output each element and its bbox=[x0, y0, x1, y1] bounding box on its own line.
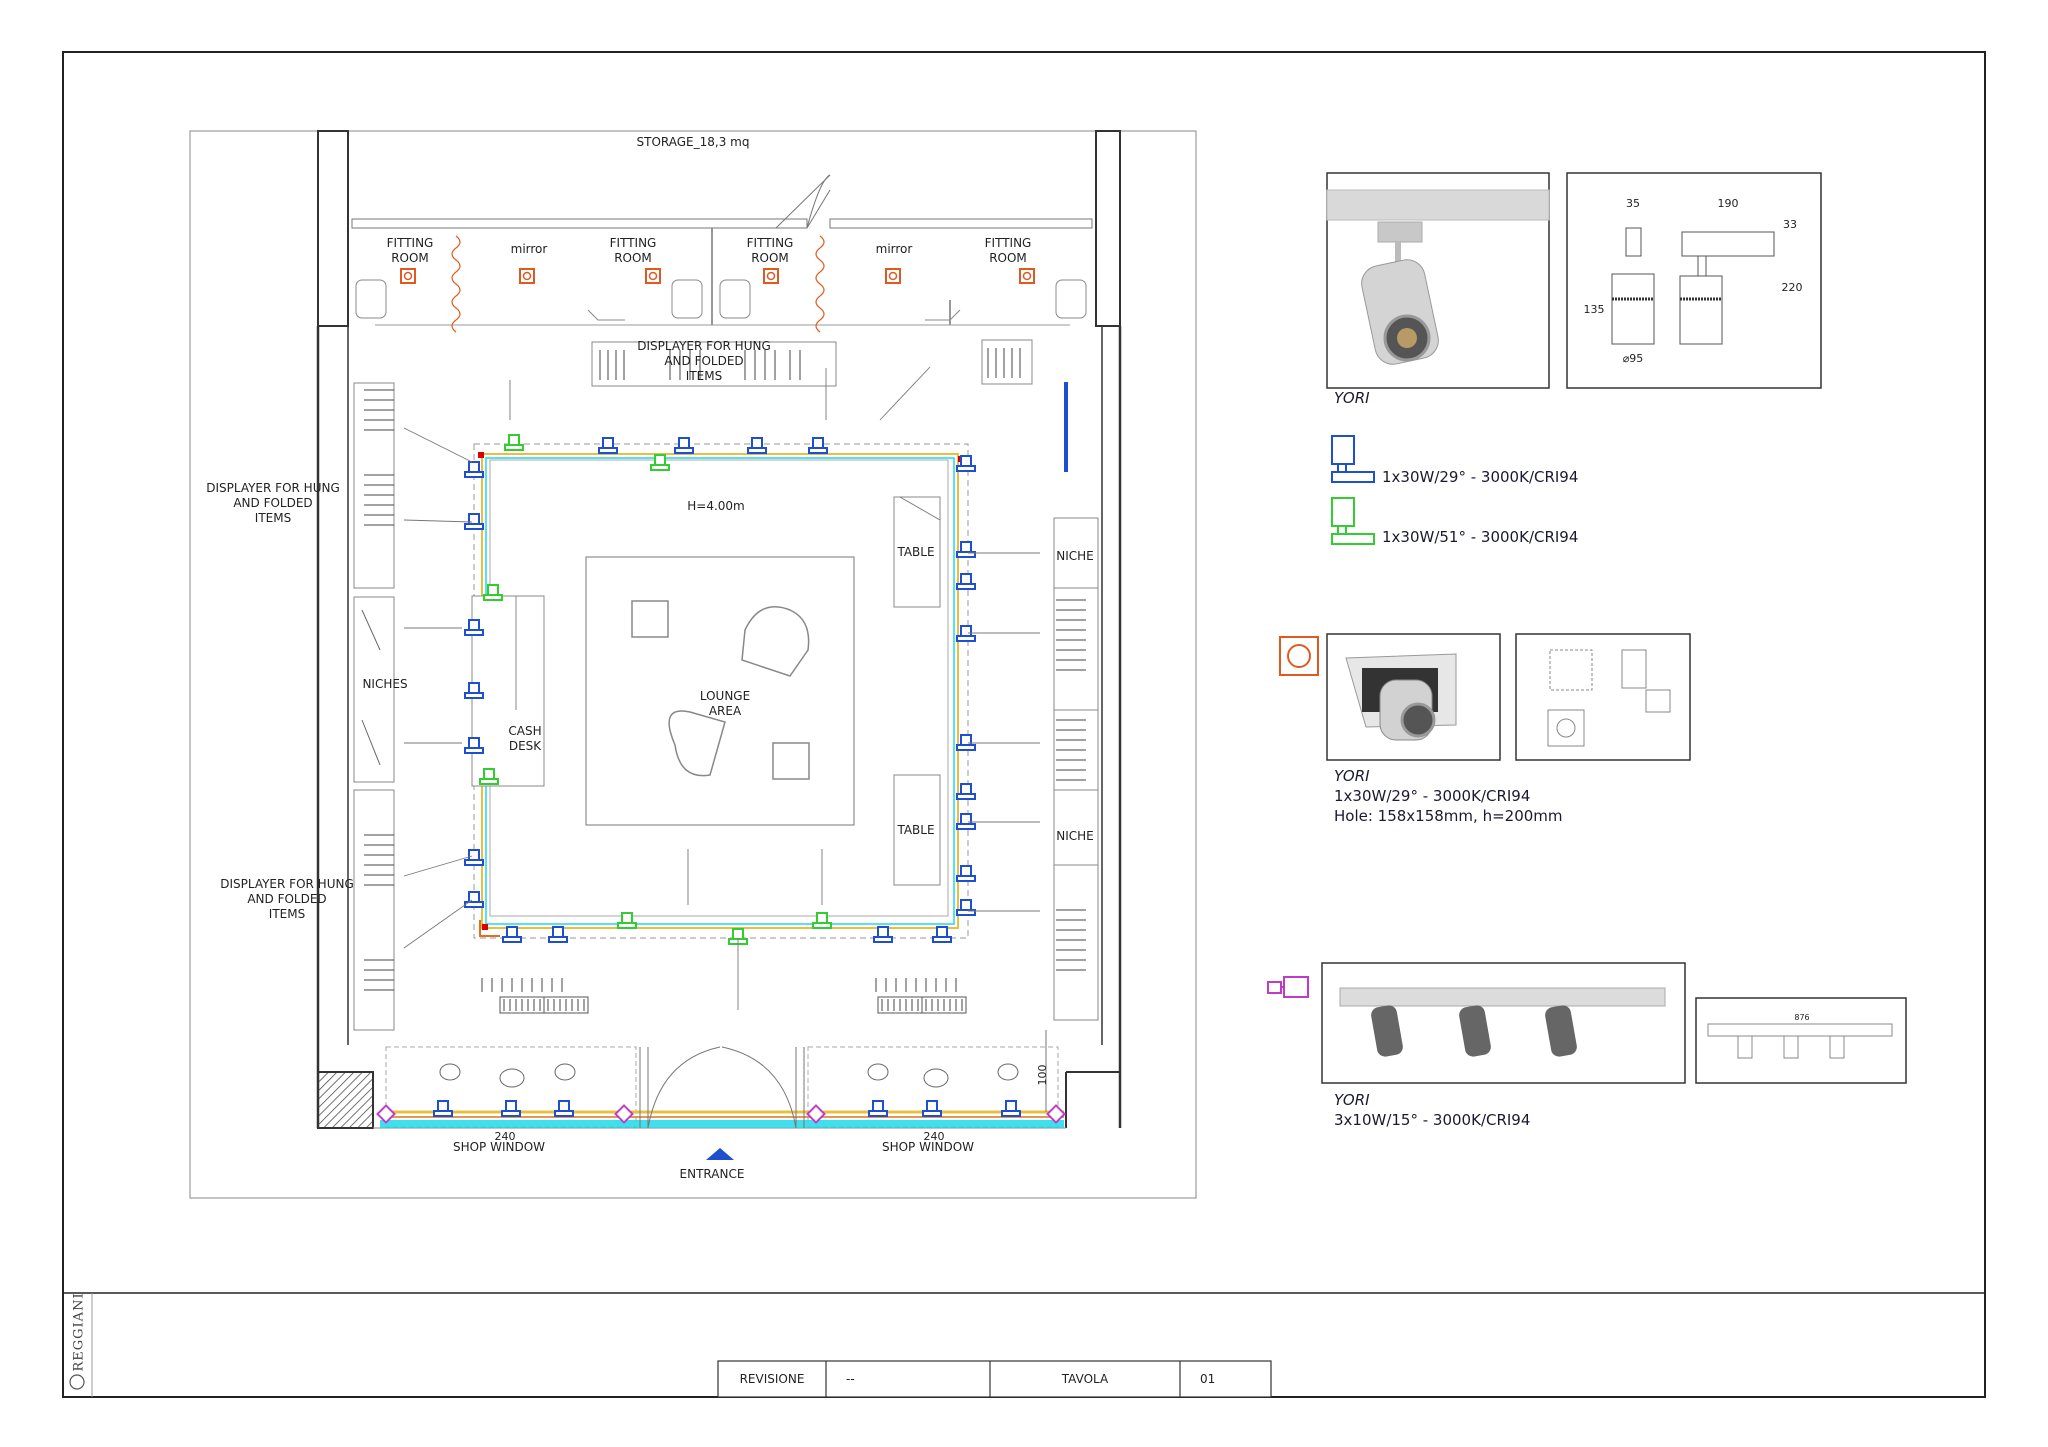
track-perimeter bbox=[473, 443, 969, 939]
dim-100: 100 bbox=[1036, 1065, 1049, 1086]
tavola-label: TAVOLA bbox=[1061, 1372, 1109, 1386]
niches-label: NICHES bbox=[362, 677, 407, 691]
dim-876: 876 bbox=[1794, 1013, 1809, 1022]
dim-190: 190 bbox=[1718, 197, 1739, 210]
niche-label-1: NICHE bbox=[1056, 549, 1094, 563]
floor-plan bbox=[316, 130, 1122, 1160]
bar-spec: 3x10W/15° - 3000K/CRI94 bbox=[1334, 1111, 1531, 1129]
shop-window-label-2: SHOP WINDOW bbox=[882, 1140, 974, 1154]
shop-window-glazing bbox=[380, 1120, 1064, 1128]
track-wide-icon bbox=[1331, 497, 1355, 527]
recessed-legend-icon bbox=[1279, 636, 1319, 676]
legend-recessed bbox=[1279, 633, 1691, 761]
track-variant-wide: 1x30W/51° - 3000K/CRI94 bbox=[1382, 528, 1579, 546]
table-label-1: TABLE bbox=[896, 545, 934, 559]
bar-product-name: YORI bbox=[1334, 1091, 1370, 1109]
dim-220: 220 bbox=[1782, 281, 1803, 294]
entrance-arrow-icon bbox=[706, 1148, 734, 1160]
shop-window-label-1: SHOP WINDOW bbox=[453, 1140, 545, 1154]
niche-label-2: NICHE bbox=[1056, 829, 1094, 843]
dim-135: 135 bbox=[1584, 303, 1605, 316]
entrance-label: ENTRANCE bbox=[680, 1167, 745, 1181]
storage-label: STORAGE_18,3 mq bbox=[637, 135, 750, 149]
dim-33: 33 bbox=[1783, 218, 1797, 231]
recessed-product-name: YORI bbox=[1334, 767, 1370, 785]
recessed-hole: Hole: 158x158mm, h=200mm bbox=[1334, 807, 1563, 825]
revisione-value: -- bbox=[846, 1372, 855, 1386]
bar-legend-icon bbox=[1267, 981, 1282, 994]
lounge-rug bbox=[585, 556, 855, 826]
reggiani-logo: REGGIANI bbox=[71, 1292, 87, 1372]
hatched-column bbox=[317, 1071, 374, 1129]
track-variant-narrow: 1x30W/29° - 3000K/CRI94 bbox=[1382, 468, 1579, 486]
dim-240-left: 240 bbox=[495, 1130, 516, 1143]
legend-track bbox=[1326, 172, 1822, 545]
bar-drawing-frame bbox=[1695, 997, 1907, 1084]
track-narrow-icon bbox=[1331, 435, 1355, 465]
table-label-2: TABLE bbox=[896, 823, 934, 837]
dim-35: 35 bbox=[1626, 197, 1640, 210]
legend-bar bbox=[1267, 962, 1907, 1084]
mirror-label-2: mirror bbox=[876, 242, 913, 256]
title-block bbox=[69, 1293, 1272, 1398]
recessed-spec: 1x30W/29° - 3000K/CRI94 bbox=[1334, 787, 1531, 805]
logo-mark-icon bbox=[69, 1374, 85, 1390]
dim-95: ⌀95 bbox=[1623, 352, 1644, 365]
height-label: H=4.00m bbox=[687, 499, 745, 513]
dim-240-right: 240 bbox=[924, 1130, 945, 1143]
tavola-value: 01 bbox=[1200, 1372, 1216, 1386]
revisione-label: REVISIONE bbox=[739, 1372, 805, 1386]
mirror-label-1: mirror bbox=[511, 242, 548, 256]
track-product-name: YORI bbox=[1334, 389, 1370, 407]
